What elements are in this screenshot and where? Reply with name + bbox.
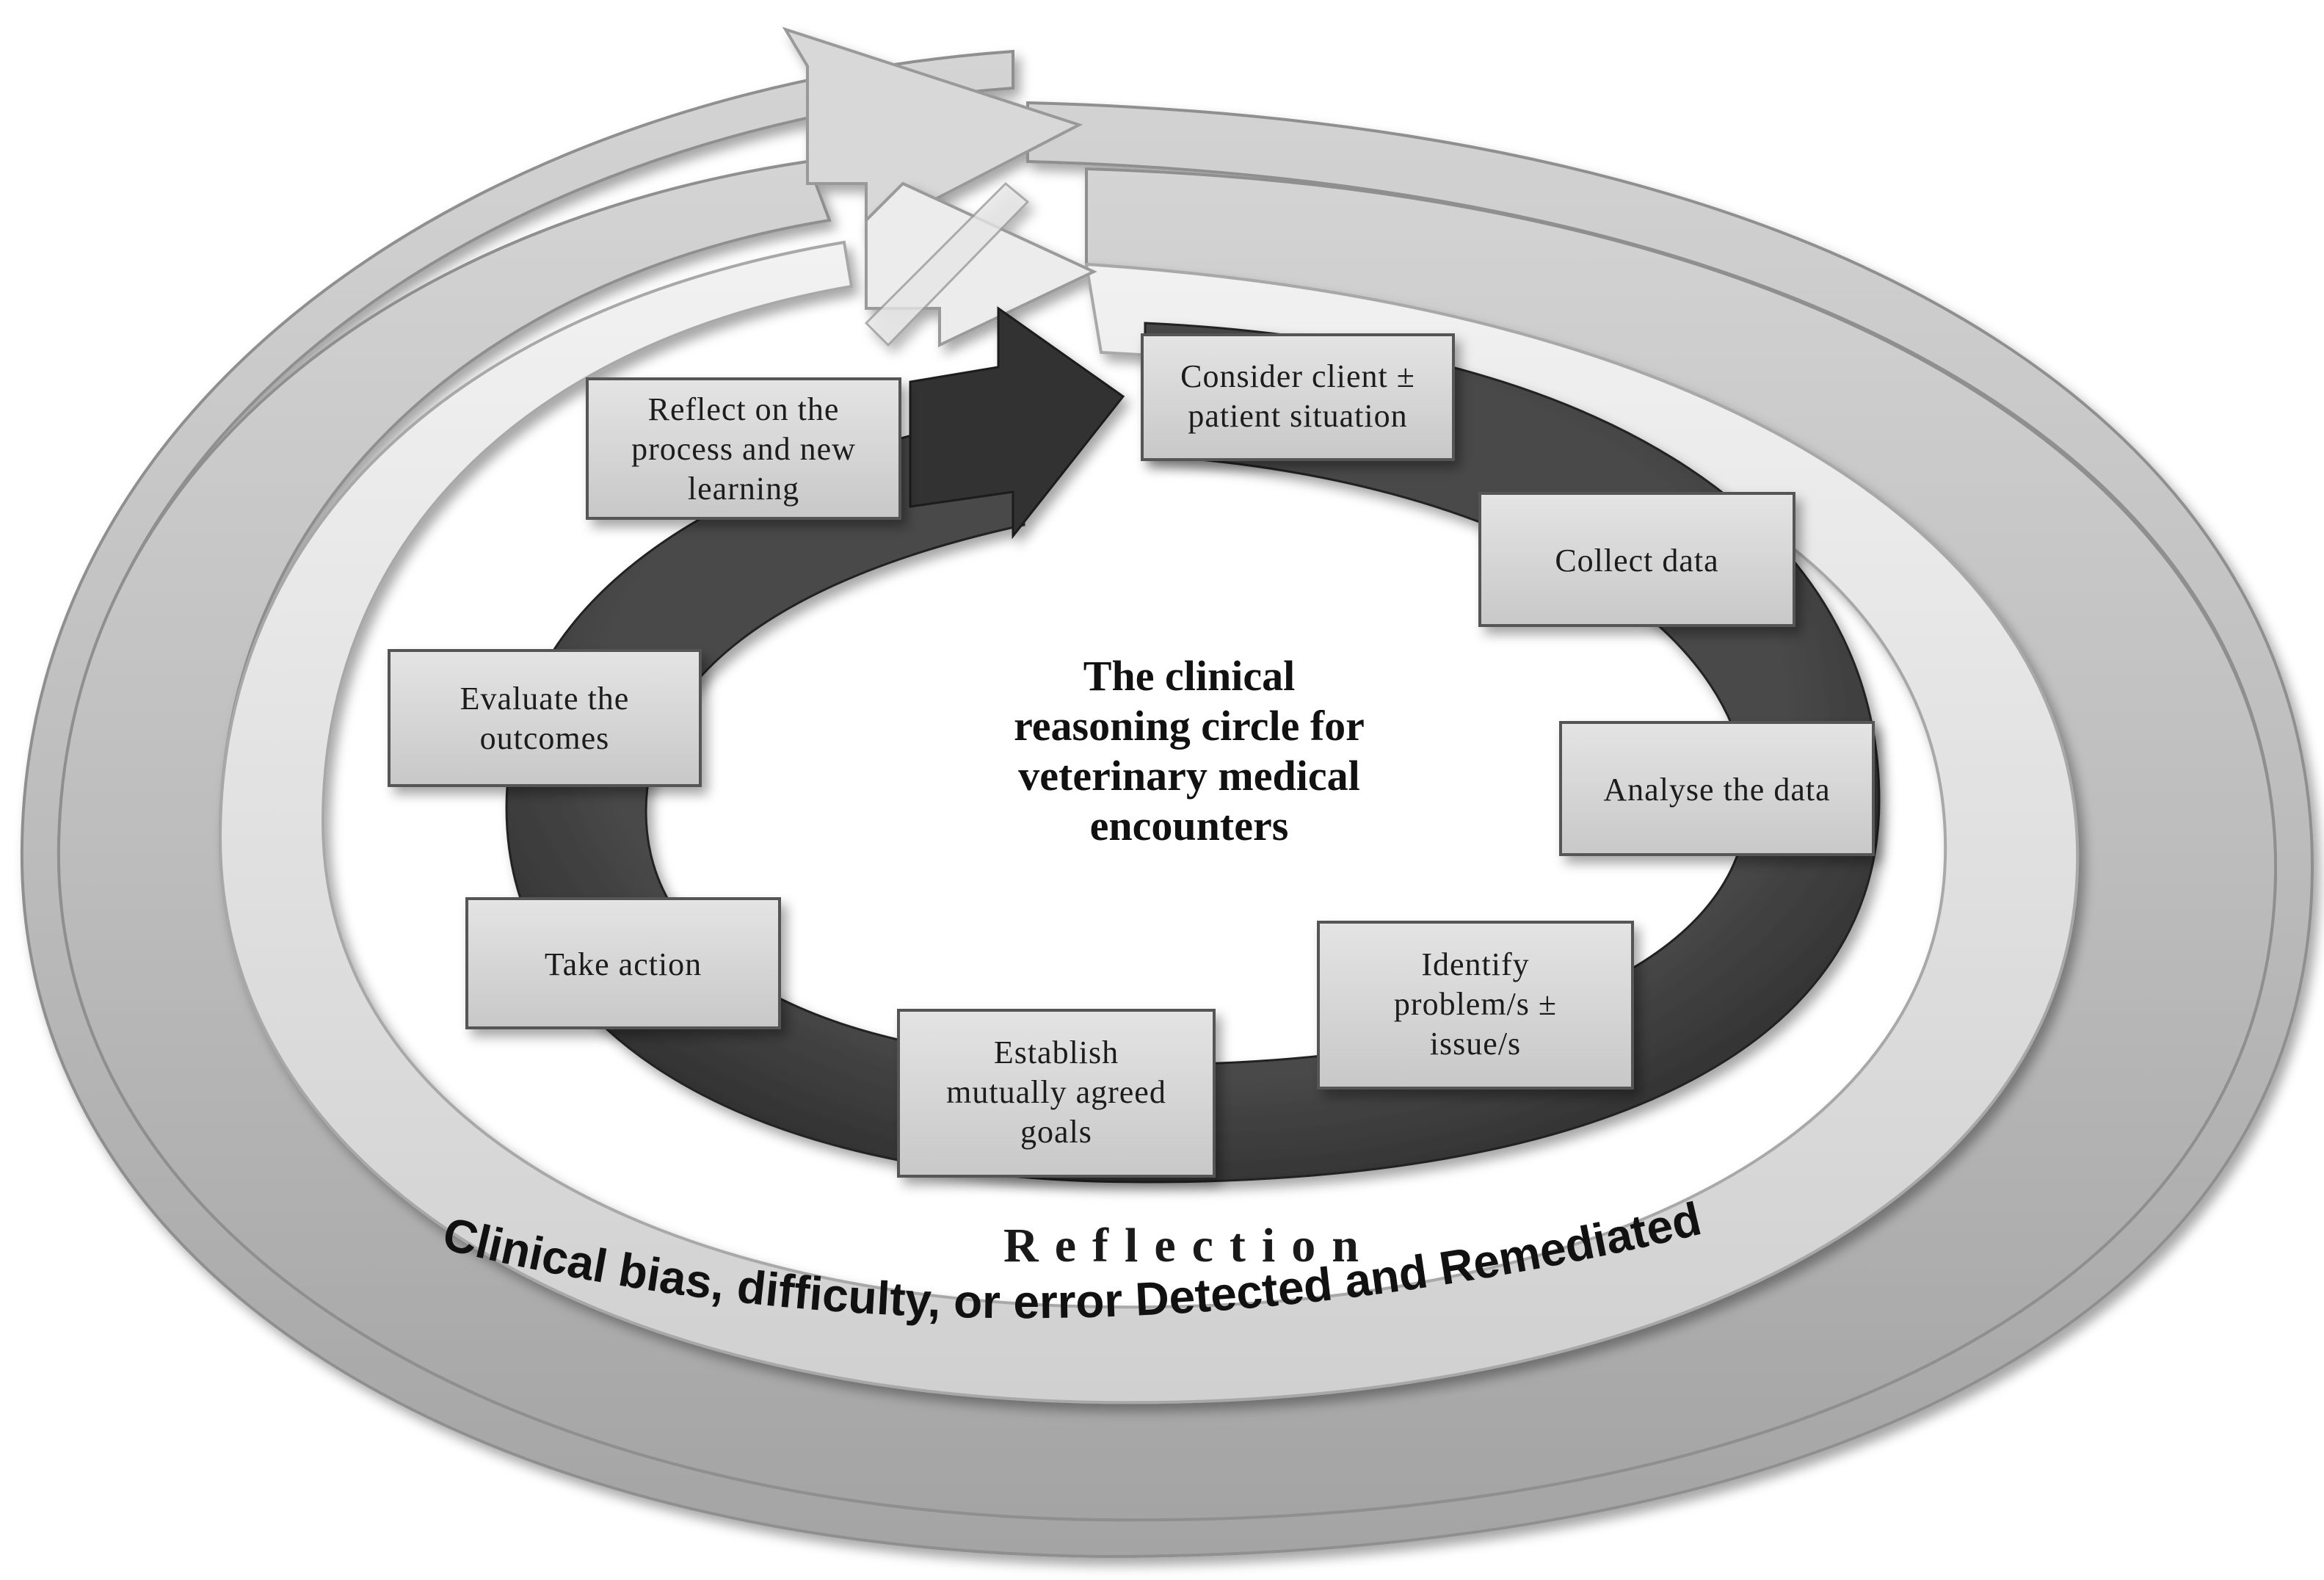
svg-text:Consider client ±: Consider client ±: [1180, 358, 1415, 394]
svg-text:goals: goals: [1020, 1114, 1092, 1150]
center-title-line: The clinical: [1083, 652, 1295, 700]
step-evaluate-outcomes: Evaluate the outcomes: [388, 649, 702, 787]
svg-text:issue/s: issue/s: [1430, 1026, 1521, 1062]
svg-text:Establish: Establish: [994, 1034, 1119, 1070]
center-title-line: encounters: [1090, 802, 1289, 849]
step-consider-client: Consider client ± patient situation: [1141, 333, 1455, 461]
svg-text:Collect data: Collect data: [1555, 543, 1718, 579]
svg-text:Reflect on the: Reflect on the: [648, 391, 840, 427]
center-title-line: reasoning circle for: [1014, 702, 1365, 750]
step-collect-data: Collect data: [1478, 492, 1795, 627]
svg-text:outcomes: outcomes: [480, 720, 610, 756]
svg-text:learning: learning: [688, 471, 799, 507]
reflection-label: Reflection: [1003, 1219, 1375, 1272]
step-reflect-process: Reflect on the process and new learning: [586, 377, 901, 520]
svg-text:process and new: process and new: [631, 431, 856, 467]
svg-text:mutually agreed: mutually agreed: [946, 1074, 1166, 1110]
svg-text:Evaluate the: Evaluate the: [460, 681, 630, 717]
step-establish-goals: Establish mutually agreed goals: [897, 1009, 1216, 1178]
svg-text:Analyse the data: Analyse the data: [1603, 772, 1830, 808]
svg-text:Identify: Identify: [1421, 946, 1529, 982]
svg-text:Take action: Take action: [545, 946, 702, 982]
middle-ring: [218, 181, 2080, 1405]
center-title: The clinical reasoning circle for veteri…: [1014, 652, 1365, 849]
svg-text:patient situation: patient situation: [1188, 398, 1407, 434]
step-take-action: Take action: [465, 897, 781, 1029]
step-identify-problems: Identify problem/s ± issue/s: [1317, 921, 1634, 1090]
step-analyse-data: Analyse the data: [1559, 721, 1875, 856]
center-title-line: veterinary medical: [1018, 752, 1359, 800]
svg-text:problem/s ±: problem/s ±: [1394, 986, 1557, 1022]
